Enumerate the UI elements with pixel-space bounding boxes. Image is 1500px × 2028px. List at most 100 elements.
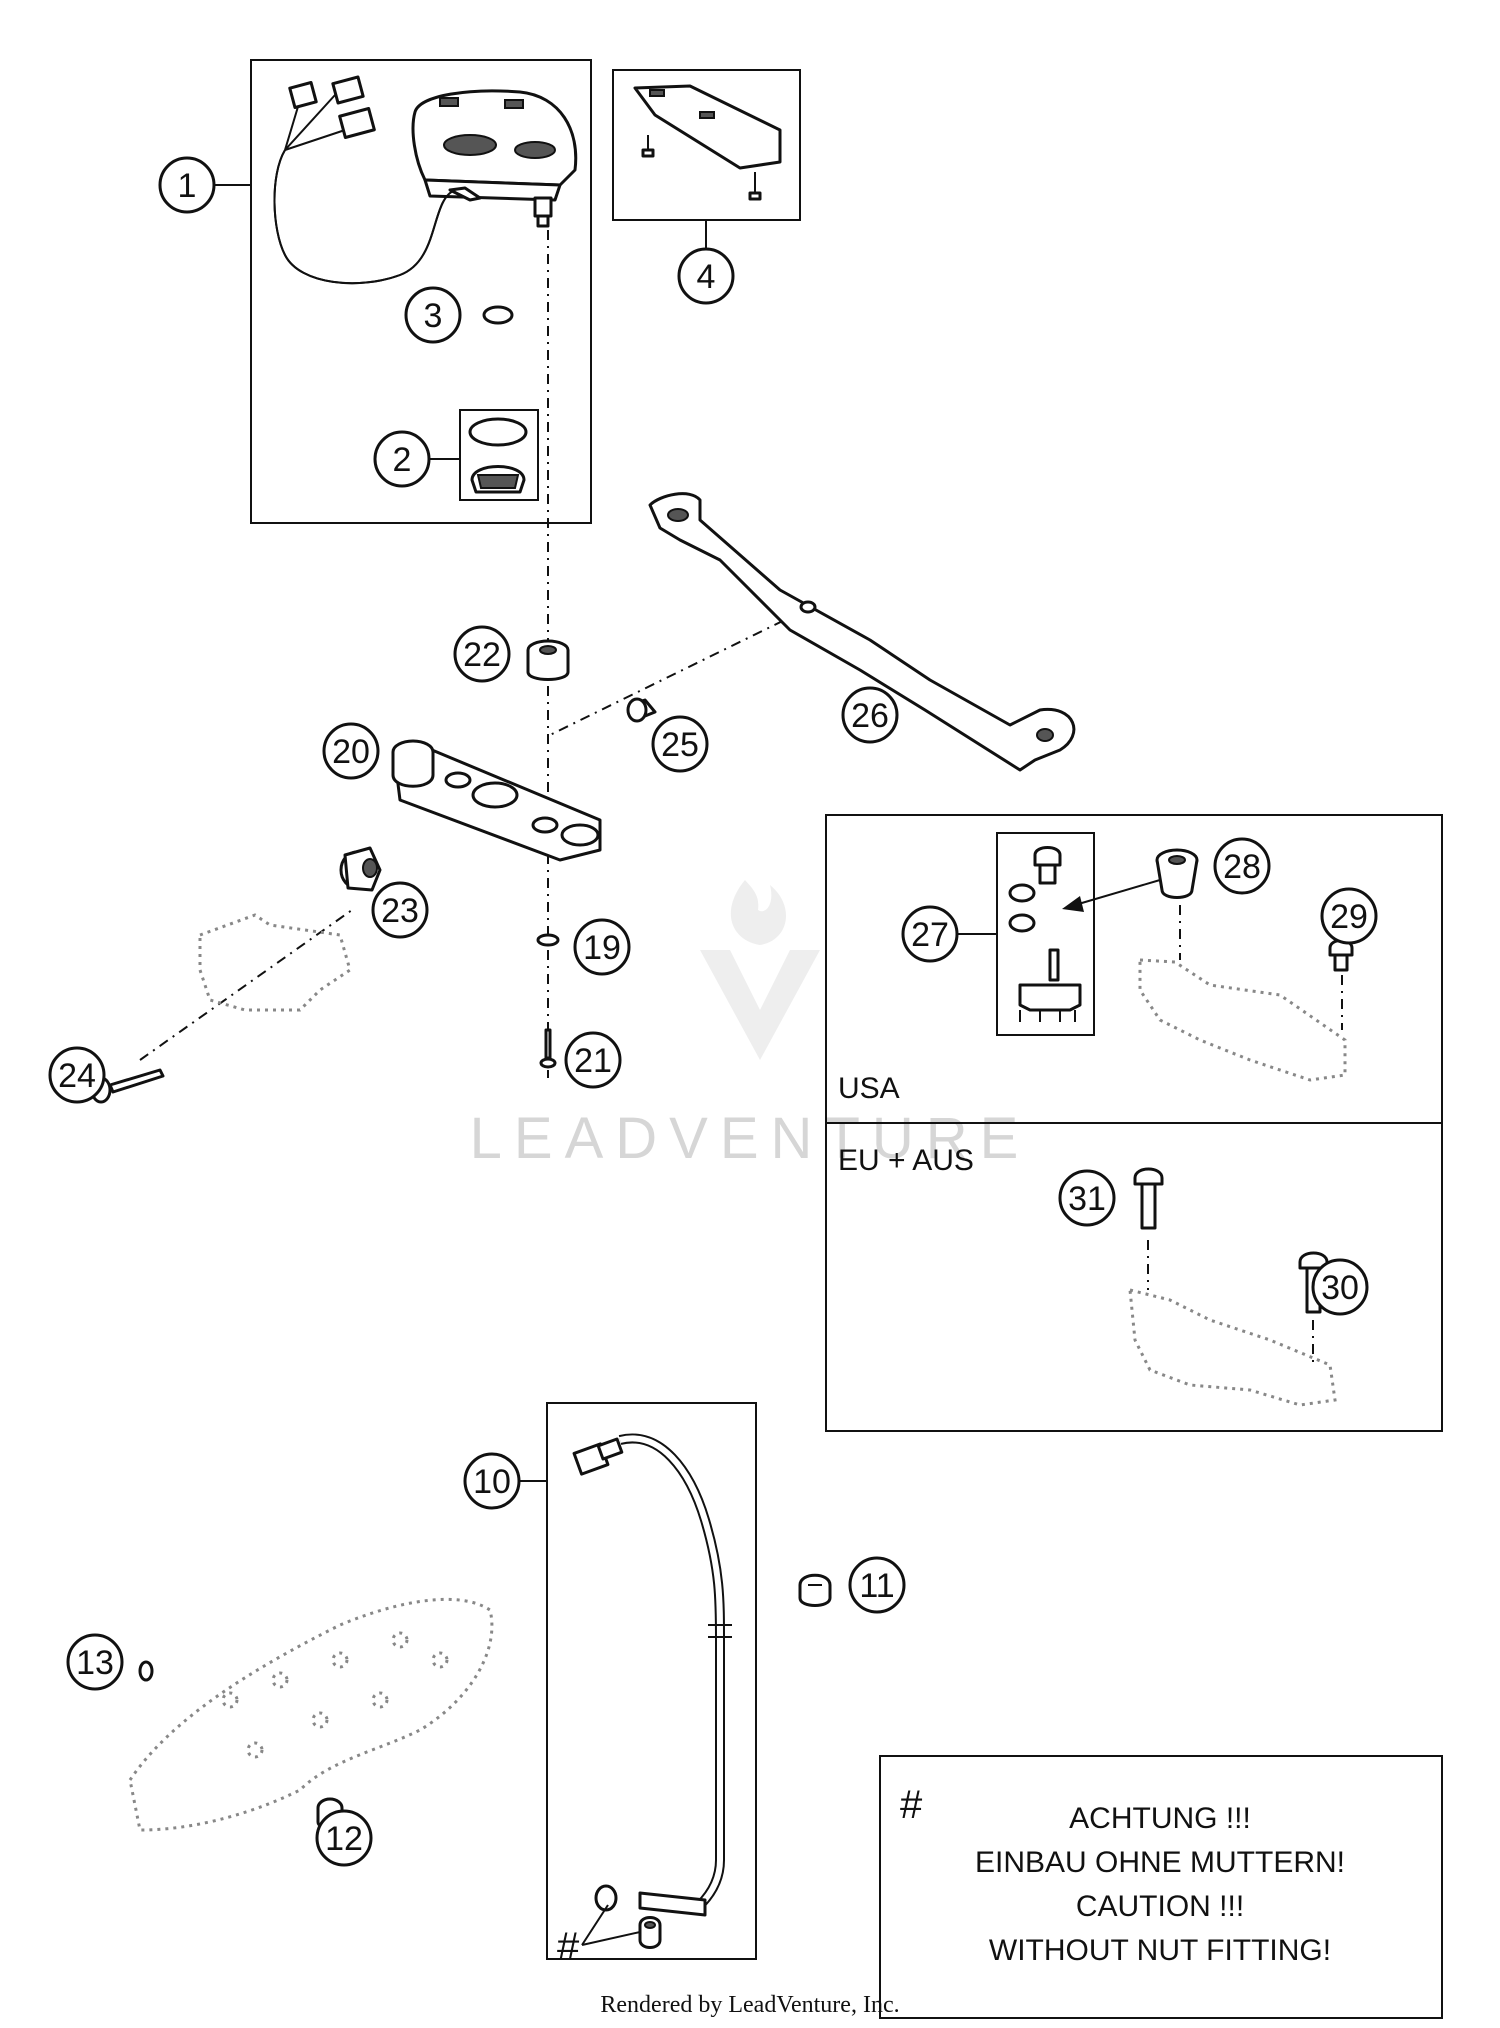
callout-number: 31 <box>1068 1180 1106 1218</box>
watermark-logo <box>700 880 820 1060</box>
sensor-hash-leader <box>581 1904 641 1946</box>
callout-number: 26 <box>851 697 889 735</box>
callout-number: 1 <box>178 167 197 205</box>
callout-circle <box>373 430 431 488</box>
callout-number: 4 <box>697 258 716 296</box>
plug-part-29 <box>1328 939 1354 972</box>
callout-12: 12 <box>315 1809 373 1867</box>
callout-circle <box>371 881 429 939</box>
eu-aus-label: EU + AUS <box>838 1144 974 1177</box>
assembly-box-10 <box>546 1402 757 1960</box>
display-unit <box>633 84 782 201</box>
callout-circle <box>848 1556 906 1614</box>
usa-label: USA <box>838 1072 900 1105</box>
callout-27: 27 <box>901 905 959 963</box>
note-line-2: EINBAU OHNE MUTTERN! <box>975 1846 1345 1879</box>
callout-number: 12 <box>325 1820 363 1858</box>
callout-number: 30 <box>1321 1269 1359 1307</box>
note-line-1: ACHTUNG !!! <box>1069 1802 1251 1835</box>
washer-part-19 <box>536 933 560 947</box>
callout-circle <box>573 918 631 976</box>
battery-cover-part-2 <box>459 409 539 501</box>
callout-number: 20 <box>332 733 370 771</box>
bolt-axis <box>139 909 353 1061</box>
callout-3: 3 <box>404 286 462 344</box>
footer-credit: Rendered by LeadVenture, Inc. <box>600 1992 899 2018</box>
bolt-part-31 <box>1133 1167 1164 1230</box>
callout-circle <box>1058 1169 1116 1227</box>
warning-note-box <box>879 1755 1443 2019</box>
callout-number: 29 <box>1330 898 1368 936</box>
callout-circle <box>1311 1258 1369 1316</box>
holder-part-20 <box>391 739 602 862</box>
callout-20: 20 <box>322 722 380 780</box>
callout-30: 30 <box>1311 1258 1369 1316</box>
bracket-part-26 <box>648 492 1076 772</box>
callout-19: 19 <box>573 918 631 976</box>
rubber-buffer-part-23 <box>339 846 382 892</box>
insert-part-28 <box>1155 848 1199 899</box>
callout-1: 1 <box>158 156 216 214</box>
kit-part-27 <box>996 832 1095 1036</box>
callout-10: 10 <box>463 1452 521 1510</box>
callout-28: 28 <box>1213 837 1271 895</box>
callout-25: 25 <box>651 715 709 773</box>
note-line-3: CAUTION !!! <box>1076 1890 1244 1923</box>
callout-number: 28 <box>1223 848 1261 886</box>
ring-part-13 <box>138 1660 154 1682</box>
callout-number: 22 <box>463 636 501 674</box>
watermark-text: LEADVENTURE <box>470 1106 1031 1171</box>
callout-circle <box>463 1452 521 1510</box>
sensor-hash-symbol: # <box>557 1925 580 1969</box>
callout-number: 25 <box>661 726 699 764</box>
callout-number: 10 <box>473 1463 511 1501</box>
clip-part-11 <box>798 1573 832 1607</box>
speed-sensor-part-10 <box>572 1433 732 1949</box>
ghost-brake-disc <box>128 1597 494 1832</box>
callout-circle <box>901 905 959 963</box>
ghost-holder-eu <box>1128 1288 1337 1407</box>
callout-circle <box>651 715 709 773</box>
callout-circle <box>453 625 511 683</box>
cap-part-3 <box>482 305 514 325</box>
callout-circle <box>404 286 462 344</box>
callout-29: 29 <box>1320 887 1378 945</box>
callout-number: 2 <box>393 441 412 479</box>
callout-number: 19 <box>583 929 621 967</box>
callout-circle <box>48 1046 106 1104</box>
callout-number: 27 <box>911 916 949 954</box>
usa-region-box <box>825 814 1443 1124</box>
callout-26: 26 <box>841 686 899 744</box>
callout-21: 21 <box>564 1031 622 1089</box>
note-hash-symbol: # <box>900 1783 923 1827</box>
callout-number: 11 <box>859 1567 894 1605</box>
arrow-head <box>1062 896 1084 912</box>
callout-23: 23 <box>371 881 429 939</box>
callout-circle <box>158 156 216 214</box>
callout-circle <box>564 1031 622 1089</box>
callout-2: 2 <box>373 430 431 488</box>
rubber-grommet-part-22 <box>526 639 570 681</box>
callout-number: 21 <box>574 1042 612 1080</box>
callout-circle <box>1213 837 1271 895</box>
callout-4: 4 <box>677 247 735 305</box>
bushing-part-25 <box>626 697 657 723</box>
callout-31: 31 <box>1058 1169 1116 1227</box>
callout-13: 13 <box>66 1633 124 1691</box>
callout-number: 23 <box>381 892 419 930</box>
callout-number: 13 <box>76 1644 114 1682</box>
callout-circle <box>322 722 380 780</box>
callout-24: 24 <box>48 1046 106 1104</box>
ghost-fork-clamp <box>198 913 352 1012</box>
note-line-4: WITHOUT NUT FITTING! <box>989 1934 1331 1967</box>
ghost-holder-usa <box>1138 958 1347 1082</box>
callout-circle <box>66 1633 124 1691</box>
callout-circle <box>1320 887 1378 945</box>
callout-circle <box>841 686 899 744</box>
callout-number: 24 <box>58 1057 96 1095</box>
screw-part-21 <box>539 1028 557 1069</box>
wiring-harness <box>273 75 456 285</box>
callout-circle <box>677 247 735 305</box>
